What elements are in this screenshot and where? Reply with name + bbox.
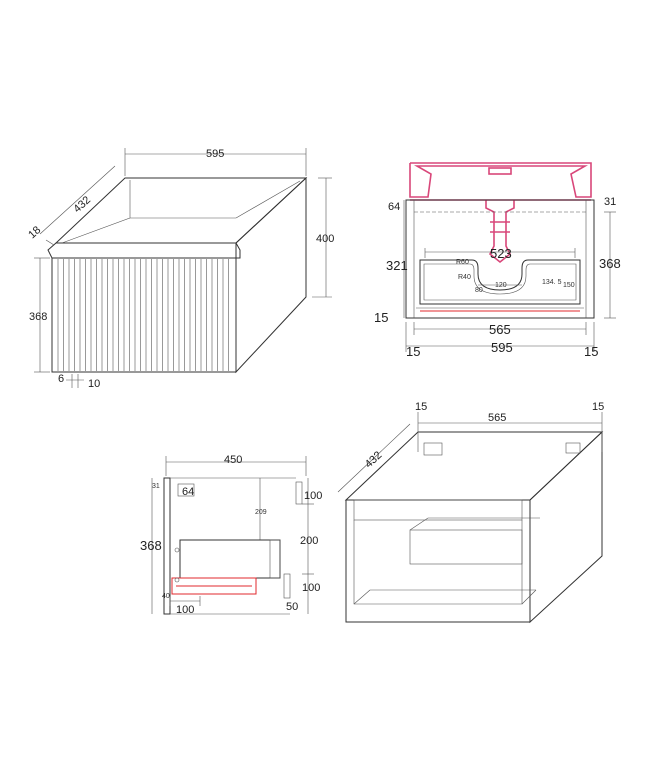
- iso-right-side: [235, 176, 307, 374]
- side-drawer-box: [179, 539, 281, 579]
- drawer-runner: [171, 577, 257, 595]
- front-dim-15c: 15: [584, 344, 598, 359]
- side-dim-100c: 100: [176, 604, 194, 616]
- iso-flutes: [57, 259, 229, 371]
- iso-vanity-view: 595 432 18 400 368 6 10: [26, 148, 334, 390]
- front-dim-565: 565: [489, 322, 511, 337]
- carcass-bracket-left: [423, 442, 443, 456]
- side-dim-450: 450: [224, 454, 242, 466]
- iso-dim-depth: 432: [71, 194, 93, 215]
- iso-dim-width: 595: [206, 148, 224, 160]
- side-dim-31: 31: [152, 483, 160, 490]
- front-r40: R40: [458, 274, 471, 281]
- front-dim-64: 64: [388, 201, 400, 213]
- front-dim-321: 321: [386, 258, 408, 273]
- iso-dim-front-h: 368: [29, 311, 47, 323]
- iso-top-frame: [54, 177, 308, 244]
- basin-trap: [485, 200, 515, 264]
- iso-top-slab: [47, 242, 241, 259]
- front-dim-15b: 15: [406, 344, 420, 359]
- carcass-bracket-right: [565, 442, 581, 454]
- iso-dim-gap: 6: [58, 373, 64, 385]
- front-section-view: 523 120 R60 R40 80 134. 5 150 64 321 15 …: [374, 162, 621, 359]
- side-dim-50: 50: [286, 601, 298, 613]
- front-dim-150: 150: [563, 282, 575, 289]
- iso-fluted-front: [51, 257, 237, 373]
- carcass-drawer: [409, 529, 523, 565]
- front-dim-368: 368: [599, 256, 621, 271]
- side-back-panel: [163, 477, 171, 615]
- side-dim-64: 64: [182, 486, 194, 498]
- side-dim-100a: 100: [304, 490, 322, 502]
- front-dim-134: 134. 5: [542, 279, 562, 286]
- carcass-dim-15b: 15: [592, 401, 604, 413]
- iso-dim-offset: 10: [88, 378, 100, 390]
- front-dim-31: 31: [604, 196, 616, 208]
- side-dim-40: 40: [162, 593, 170, 600]
- side-dim-368: 368: [140, 538, 162, 553]
- front-dim-120: 120: [495, 282, 507, 289]
- carcass-top: [344, 431, 604, 501]
- iso-carcass-view: 15 565 15 432: [337, 401, 604, 624]
- iso-inner-back: [129, 180, 236, 219]
- drawer-cutout: [419, 259, 581, 305]
- side-dim-100b: 100: [302, 582, 320, 594]
- front-dim-80: 80: [475, 287, 483, 294]
- iso-dim-height: 400: [316, 233, 334, 245]
- front-r60: R60: [456, 259, 469, 266]
- cabinet-outline: [405, 199, 595, 319]
- front-dim-595: 595: [491, 340, 513, 355]
- carcass-dim-565: 565: [488, 412, 506, 424]
- carcass-right-side: [529, 430, 603, 624]
- basin-outline: [409, 162, 592, 198]
- front-dim-523: 523: [490, 246, 512, 261]
- basin-overflow: [488, 167, 512, 175]
- side-dim-209: 209: [255, 509, 267, 516]
- carcass-dim-15a: 15: [415, 401, 427, 413]
- front-dim-15a: 15: [374, 310, 388, 325]
- side-dim-200: 200: [300, 535, 318, 547]
- side-section-view: 450 209 368 31 64 100 200 100 40 100: [140, 454, 322, 616]
- iso-dim-top-thk: 18: [26, 224, 43, 241]
